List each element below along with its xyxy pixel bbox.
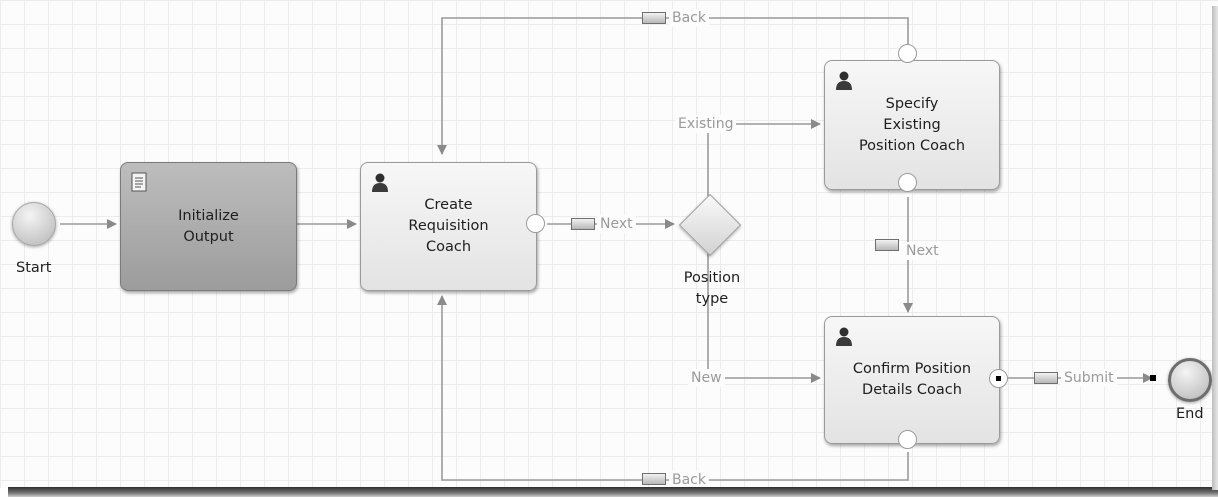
flow-back-bottom-label[interactable]: Back: [669, 471, 709, 488]
start-event-label: Start: [16, 260, 52, 276]
message-icon: [875, 239, 899, 251]
task-initialize-output-label: Initialize Output: [178, 207, 239, 245]
end-event[interactable]: [1168, 358, 1212, 402]
confirm-details-output-port[interactable]: [989, 369, 1008, 388]
specify-existing-top-port[interactable]: [898, 44, 917, 63]
script-icon: [131, 172, 147, 192]
flow-next-label[interactable]: Next: [597, 215, 636, 233]
person-icon: [836, 327, 852, 346]
task-confirm-details-label: Confirm Position Details Coach: [852, 361, 972, 398]
person-icon: [372, 173, 388, 192]
end-event-label: End: [1176, 406, 1204, 422]
task-confirm-position-details-coach[interactable]: Confirm Position Details Coach: [824, 316, 1000, 444]
canvas-bottom-shadow: [8, 487, 1218, 497]
flow-submit-label[interactable]: Submit: [1061, 369, 1117, 387]
canvas-right-shadow: [1212, 6, 1218, 490]
message-icon: [642, 473, 666, 485]
position-type-gateway-label: Position type: [683, 270, 741, 307]
task-specify-existing-position-coach[interactable]: Specify Existing Position Coach: [824, 60, 1000, 190]
message-icon: [571, 218, 595, 230]
specify-existing-bottom-port[interactable]: [898, 173, 917, 192]
flow-existing-label[interactable]: Existing: [675, 115, 737, 133]
message-icon: [642, 12, 666, 24]
person-icon: [836, 71, 852, 90]
create-requisition-output-port[interactable]: [526, 214, 545, 233]
flow-back-top-label[interactable]: Back: [669, 9, 709, 27]
start-event[interactable]: [12, 202, 56, 246]
task-create-requisition-label: Create Requisition Coach: [408, 197, 489, 255]
flow-new-label[interactable]: New: [688, 369, 725, 387]
task-initialize-output[interactable]: Initialize Output: [120, 162, 297, 291]
task-specify-existing-label: Specify Existing Position Coach: [858, 95, 966, 154]
message-icon: [1034, 372, 1058, 384]
task-create-requisition-coach[interactable]: Create Requisition Coach: [360, 162, 537, 291]
flow-next-specify-label[interactable]: Next: [903, 242, 942, 260]
confirm-details-bottom-port[interactable]: [898, 430, 917, 449]
